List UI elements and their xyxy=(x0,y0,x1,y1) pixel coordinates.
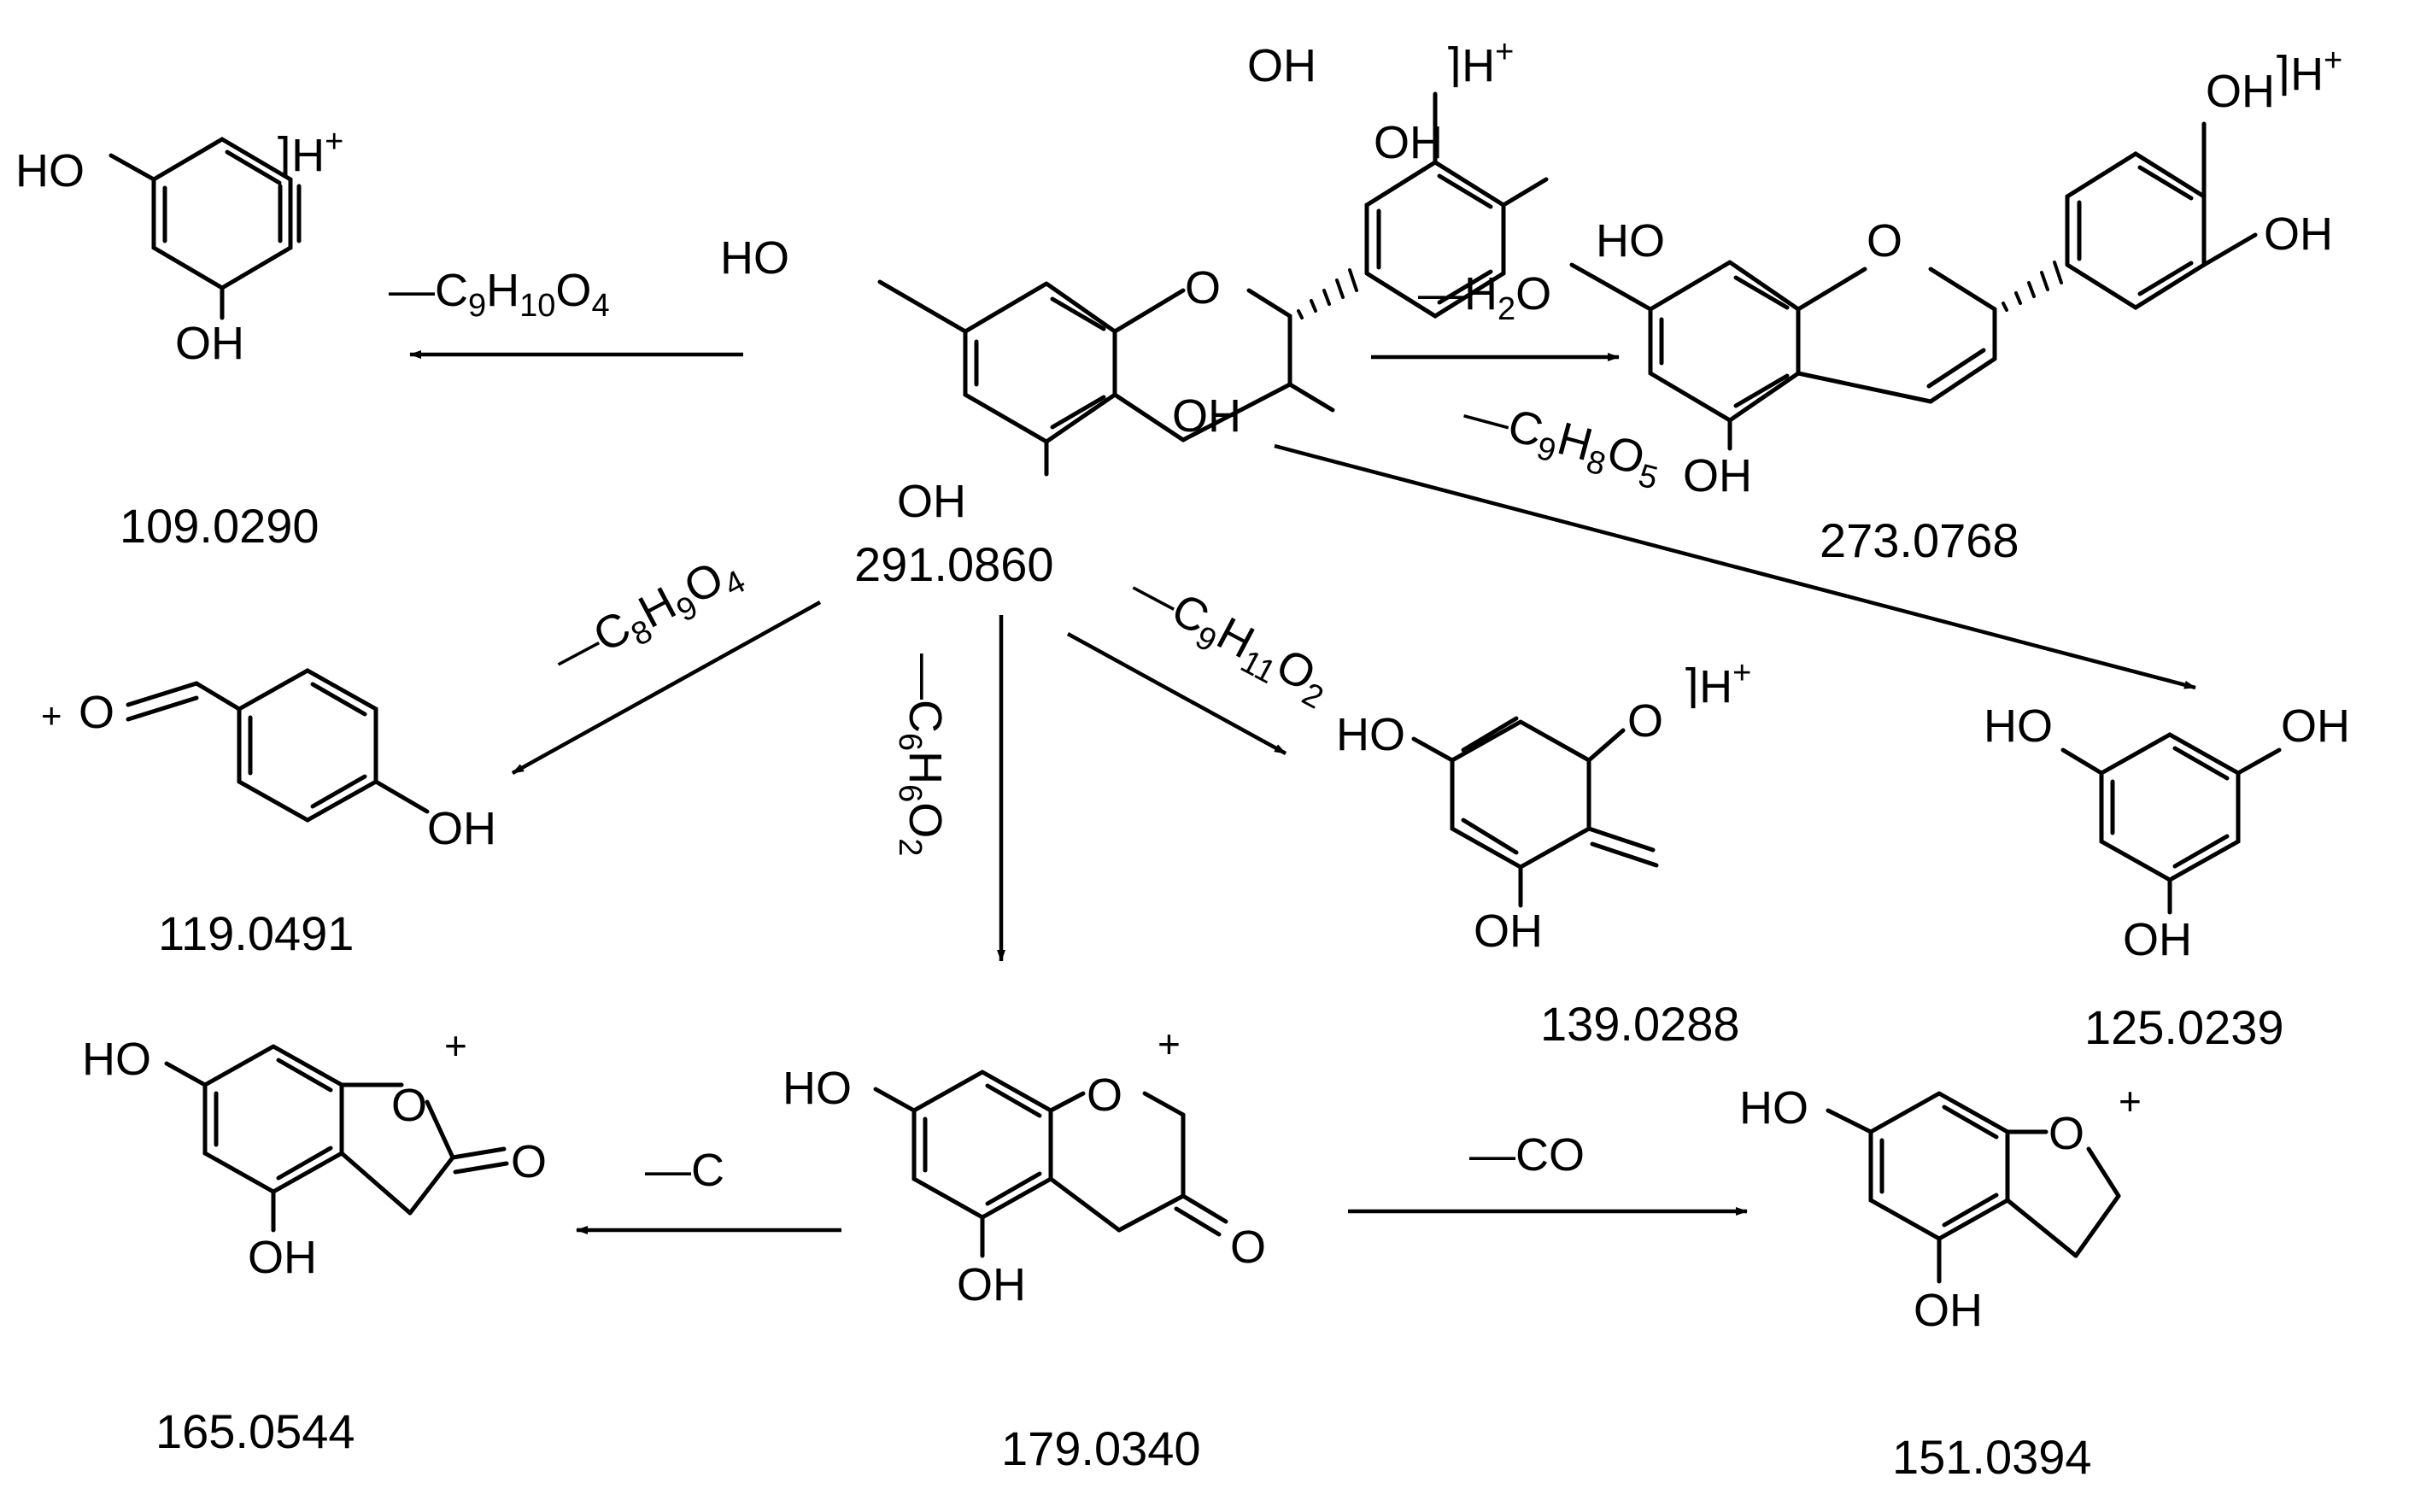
mass-139: 139.0288 xyxy=(1540,997,1740,1051)
oh-label: OH xyxy=(1474,905,1543,957)
ring-oxygen-label: O xyxy=(1087,1070,1122,1121)
arrow-to-139 xyxy=(1066,632,1287,755)
oh-label: OH xyxy=(248,1232,317,1283)
loss-to-119: —C8H9O4 xyxy=(544,543,751,690)
mass-165: 165.0544 xyxy=(155,1404,355,1458)
ring-oxygen-label: O xyxy=(2049,1108,2084,1159)
fragment-119: + O OH 119.0491 xyxy=(41,668,496,960)
ho-label: HO xyxy=(1984,700,2053,752)
oh-label: OH xyxy=(2206,66,2275,117)
oh-label: OH xyxy=(1683,450,1752,501)
ho-label: HO xyxy=(82,1034,151,1085)
loss-to-179-group: —C6H6O2 xyxy=(892,653,951,856)
mass-109: 109.0290 xyxy=(120,499,319,553)
protonation-bracket: ⌉H+ xyxy=(1681,655,1751,712)
loss-to-125: —C9H8O5 xyxy=(1457,388,1668,497)
neutral-loss-labels: —C9H10O4 —H2O —C9H8O5 —C8H9O4 —C6H6O2 —C… xyxy=(389,265,1668,1196)
loss-to-139-group: —C9H11O2 xyxy=(1119,562,1339,717)
loss-to-151: —CO xyxy=(1469,1129,1585,1181)
oh-label: OH xyxy=(1374,117,1443,168)
plus-sign: + xyxy=(444,1023,467,1068)
carbonyl-oxygen-label: O xyxy=(1627,695,1663,747)
oh-label: OH xyxy=(2264,208,2333,260)
ho-label: HO xyxy=(1596,215,1665,267)
oh-label: OH xyxy=(957,1259,1026,1310)
ho-label: HO xyxy=(15,145,85,196)
oh-label: OH xyxy=(427,803,496,854)
oh-label: OH xyxy=(1172,390,1241,442)
loss-to-179: —C6H6O2 xyxy=(892,653,951,856)
oh-label: OH xyxy=(897,476,966,527)
fragment-151: O HO OH + 151.0394 xyxy=(1739,1079,2142,1484)
ho-label: HO xyxy=(1739,1082,1808,1134)
loss-to-273: —H2O xyxy=(1418,268,1551,327)
mass-125: 125.0239 xyxy=(2084,1000,2284,1054)
plus-sign: + xyxy=(41,695,62,735)
arrow-to-119 xyxy=(511,601,822,775)
protonation-bracket: ⌉H+ xyxy=(273,124,343,181)
oh-label: OH xyxy=(175,318,244,369)
carbonyl-oxygen-label: O xyxy=(511,1136,547,1187)
fragment-165: O O HO OH + 165.0544 xyxy=(82,1023,547,1458)
hashed-bond xyxy=(1297,268,1358,319)
ho-label: HO xyxy=(1336,709,1405,760)
ho-label: HO xyxy=(720,232,789,284)
arrow-to-125 xyxy=(1274,443,2196,690)
loss-to-119-group: —C8H9O4 xyxy=(544,543,751,690)
ring-oxygen-label: O xyxy=(1185,262,1221,314)
parent-molecule: OH OH O HO OH OH ⌉H+ 291.0860 xyxy=(720,34,1549,591)
oh-label: OH xyxy=(1914,1285,1983,1336)
fragment-139: O HO OH ⌉H+ 139.0288 xyxy=(1336,655,1751,1051)
mass-151: 151.0394 xyxy=(1892,1430,2092,1484)
protonation-bracket: ⌉H+ xyxy=(1444,34,1514,91)
mass-273: 273.0768 xyxy=(1820,513,2019,567)
mass-291: 291.0860 xyxy=(854,537,1054,591)
loss-to-125-group: —C9H8O5 xyxy=(1457,388,1668,497)
loss-to-165: —C xyxy=(645,1145,724,1196)
ho-label: HO xyxy=(782,1063,852,1114)
oh-label: OH xyxy=(2281,700,2350,752)
hashed-bond xyxy=(2002,261,2063,312)
fragment-109: HO OH ⌉H+ 109.0290 xyxy=(15,124,343,553)
plus-sign: + xyxy=(2119,1079,2142,1123)
oh-label: OH xyxy=(1247,40,1316,91)
mass-119: 119.0491 xyxy=(158,906,354,960)
loss-to-109: —C9H10O4 xyxy=(389,265,610,324)
oh-label: OH xyxy=(2123,914,2192,965)
mass-179: 179.0340 xyxy=(1001,1421,1201,1475)
fragment-273: O HO OH OH OH ⌉H+ 273.0768 xyxy=(1569,43,2342,567)
fragment-125: HO OH OH 125.0239 xyxy=(1984,700,2350,1054)
ring-oxygen-label: O xyxy=(1867,215,1902,267)
protonation-bracket: ⌉H+ xyxy=(2272,43,2342,100)
fragment-179: O O HO OH + 179.0340 xyxy=(782,1022,1266,1475)
reaction-arrows xyxy=(409,350,2196,1234)
plus-sign: + xyxy=(1158,1022,1181,1066)
ring-oxygen-label: O xyxy=(391,1080,427,1131)
loss-to-139: —C9H11O2 xyxy=(1119,562,1339,717)
oxygen-label: O xyxy=(79,687,114,738)
carbonyl-oxygen-label: O xyxy=(1230,1222,1266,1273)
